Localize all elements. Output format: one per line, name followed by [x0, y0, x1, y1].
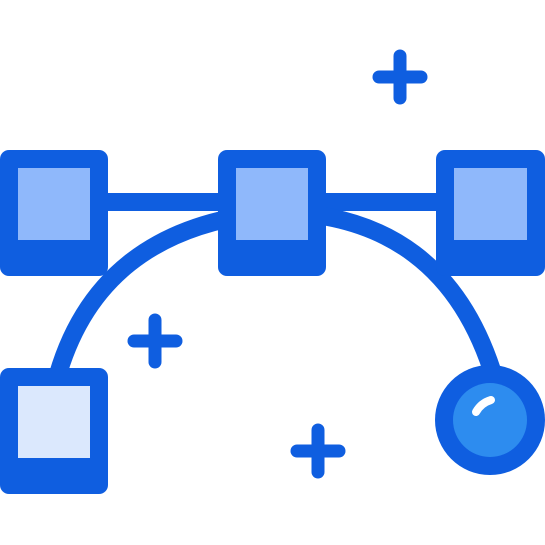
- node-top-right: [436, 150, 545, 276]
- sparkles: [127, 49, 428, 479]
- sparkle-bottom-center-icon: [290, 423, 346, 479]
- anchor-point-icon: [435, 365, 545, 475]
- sparkle-top-right-icon: [372, 49, 428, 105]
- sparkle-middle-left-icon: [127, 313, 183, 369]
- node-top-left: [0, 150, 108, 276]
- anchor-highlight: [472, 396, 495, 416]
- node-bottom-left: [0, 368, 108, 494]
- node-top-center: [218, 150, 326, 276]
